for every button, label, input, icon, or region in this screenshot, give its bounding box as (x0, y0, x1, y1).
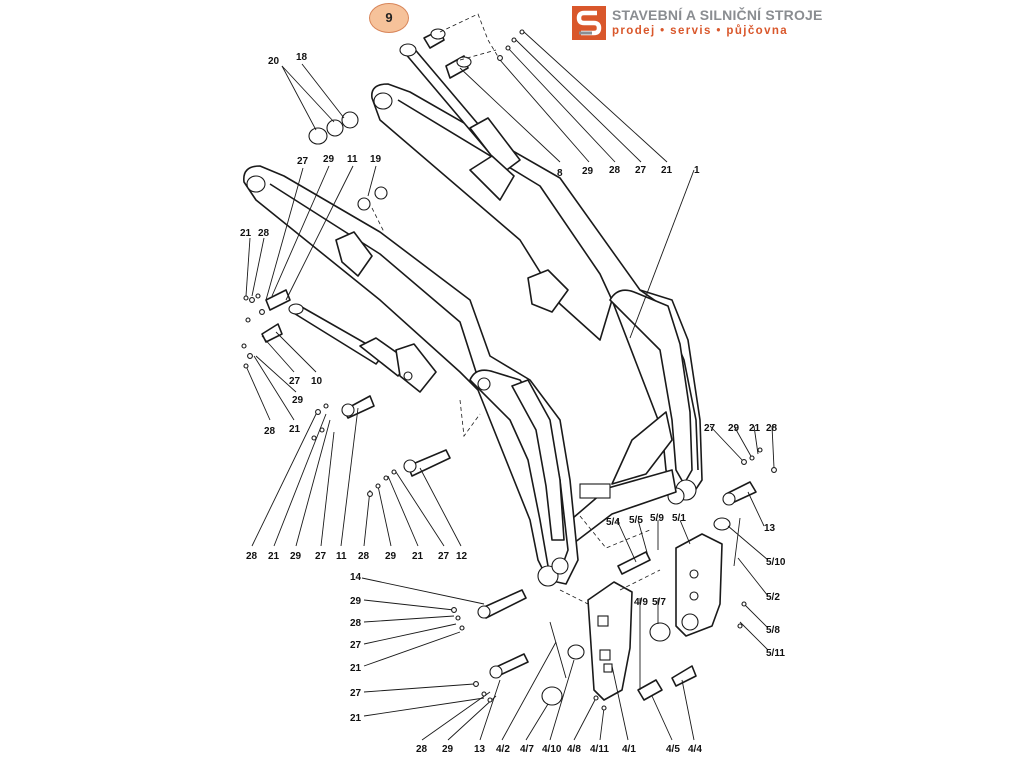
label-5-2: 5/2 (766, 592, 780, 603)
left-boom-arm (243, 165, 579, 587)
label-8: 8 (557, 168, 563, 179)
callout-number: 9 (385, 10, 393, 25)
part-labels: 20 18 27 29 11 19 21 28 8 29 28 27 21 1 … (240, 52, 786, 755)
label-27: 27 (704, 423, 716, 434)
coupler-plate-left (587, 581, 633, 701)
label-10: 10 (311, 376, 323, 387)
label-4-5: 4/5 (666, 744, 680, 755)
logo-company-name: STAVEBNÍ A SILNIČNÍ STROJE (612, 7, 823, 23)
label-13: 13 (764, 523, 776, 534)
label-21: 21 (661, 165, 673, 176)
label-21: 21 (749, 423, 761, 434)
label-29: 29 (728, 423, 740, 434)
label-5-9: 5/9 (650, 513, 664, 524)
label-4-2: 4/2 (496, 744, 510, 755)
label-28: 28 (258, 228, 270, 239)
cylinder-upper (399, 43, 521, 201)
assembly-dashed-lines (371, 13, 661, 605)
label-5-5: 5/5 (629, 515, 643, 526)
label-4-11: 4/11 (590, 744, 609, 755)
label-28: 28 (350, 618, 362, 629)
label-27: 27 (350, 688, 362, 699)
label-27: 27 (350, 640, 362, 651)
label-5-1: 5/1 (672, 513, 686, 524)
label-4-9: 4/9 (634, 597, 648, 608)
company-logo: STAVEBNÍ A SILNIČNÍ STROJE prodej • serv… (572, 6, 822, 40)
pins-and-bushings (261, 28, 757, 706)
label-29: 29 (442, 744, 454, 755)
label-29: 29 (350, 596, 362, 607)
label-27: 27 (297, 156, 309, 167)
label-28: 28 (246, 551, 258, 562)
label-5-11: 5/11 (766, 648, 785, 659)
cylinder-lower (288, 303, 437, 393)
label-28: 28 (416, 744, 428, 755)
label-4-1: 4/1 (622, 744, 636, 755)
label-4-4: 4/4 (688, 744, 702, 755)
label-14: 14 (350, 572, 362, 583)
label-29: 29 (582, 166, 594, 177)
label-11: 11 (347, 154, 358, 165)
highlighted-part-callout[interactable]: 9 (369, 3, 409, 33)
label-28: 28 (264, 426, 276, 437)
label-4-7: 4/7 (520, 744, 534, 755)
label-12: 12 (456, 551, 468, 562)
label-4-8: 4/8 (567, 744, 581, 755)
label-27: 27 (289, 376, 301, 387)
small-hardware (241, 29, 777, 711)
label-4-10: 4/10 (542, 744, 562, 755)
label-18: 18 (296, 52, 308, 63)
label-19: 19 (370, 154, 382, 165)
label-28: 28 (766, 423, 778, 434)
coupler-plate-right (675, 533, 723, 637)
label-5-7: 5/7 (652, 597, 666, 608)
label-13: 13 (474, 744, 486, 755)
label-29: 29 (292, 395, 304, 406)
label-28: 28 (358, 551, 370, 562)
label-1: 1 (694, 165, 700, 176)
label-29: 29 (323, 154, 335, 165)
label-21: 21 (412, 551, 424, 562)
right-boom-arm (371, 83, 703, 505)
label-29: 29 (290, 551, 302, 562)
label-21: 21 (240, 228, 252, 239)
label-21: 21 (268, 551, 280, 562)
label-20: 20 (268, 56, 280, 67)
logo-tagline: prodej • servis • půjčovna (612, 25, 789, 37)
leader-lines (245, 31, 775, 741)
label-5-8: 5/8 (766, 625, 780, 636)
label-29: 29 (385, 551, 397, 562)
label-5-10: 5/10 (766, 557, 786, 568)
label-21: 21 (289, 424, 301, 435)
label-27: 27 (438, 551, 450, 562)
label-21: 21 (350, 713, 362, 724)
logo-s-icon (572, 6, 606, 40)
label-11: 11 (336, 551, 347, 562)
label-27: 27 (635, 165, 647, 176)
label-21: 21 (350, 663, 362, 674)
cross-beam (565, 411, 677, 547)
label-28: 28 (609, 165, 621, 176)
label-5-4: 5/4 (606, 517, 620, 528)
label-27: 27 (315, 551, 327, 562)
